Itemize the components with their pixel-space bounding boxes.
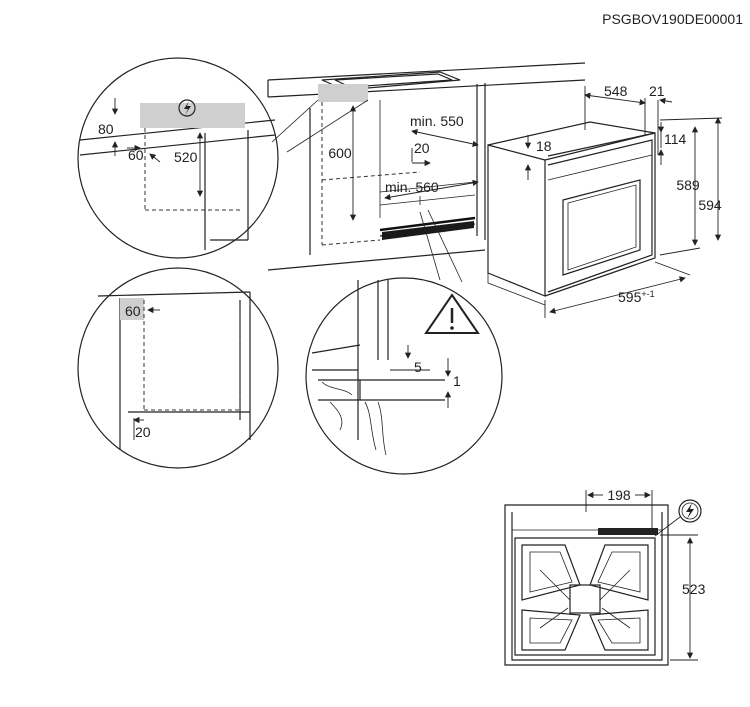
dim-595: 595+-1: [618, 289, 655, 305]
dim-5: 5: [414, 359, 422, 375]
cabinet-drawing: 600 min. 550 20 min. 560: [267, 62, 586, 283]
dim-114: 114: [664, 131, 687, 147]
oven-drawing: 548 21 114 18 589 594 595+-1: [487, 83, 723, 318]
dim-20-cabinet: 20: [414, 140, 430, 156]
dim-520: 520: [174, 149, 198, 165]
dim-198: 198: [607, 487, 631, 503]
dim-20-side: 20: [135, 424, 151, 440]
dim-600: 600: [328, 145, 352, 161]
dim-min550: min. 550: [410, 113, 464, 129]
dim-589: 589: [676, 177, 700, 193]
dim-60-top: 60: [128, 147, 144, 163]
document-code: PSGBOV190DE00001: [602, 11, 743, 27]
detail-circle-top: 80 60 520: [77, 57, 279, 259]
detail-circle-side: 60 20: [77, 267, 279, 469]
dim-1: 1: [453, 373, 461, 389]
electric-connection-icon: [678, 499, 702, 523]
dim-21: 21: [649, 83, 665, 99]
warning-triangle-icon: [424, 293, 480, 334]
dim-594: 594: [698, 197, 722, 213]
dim-548: 548: [604, 83, 628, 99]
dim-60-side: 60: [125, 303, 141, 319]
dim-18: 18: [536, 138, 552, 154]
oven-top-view: 198 523: [504, 487, 706, 666]
dim-523: 523: [682, 581, 706, 597]
dim-min560: min. 560: [385, 179, 439, 195]
detail-circle-mount: 5 1: [305, 277, 503, 475]
electric-connection-icon: [178, 99, 196, 117]
dim-80: 80: [98, 121, 114, 137]
